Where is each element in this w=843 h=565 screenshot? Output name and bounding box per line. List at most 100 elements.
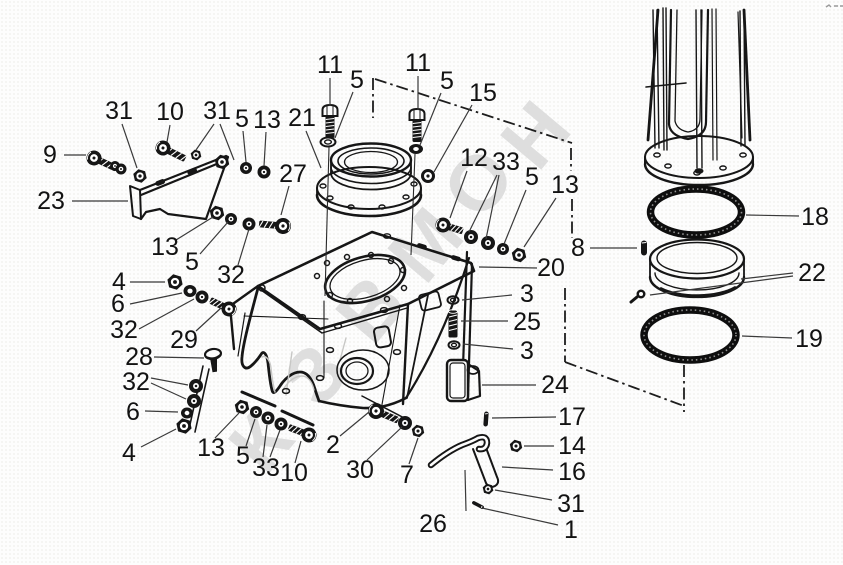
callout-label-6: 6: [126, 398, 140, 426]
leader-line-5: [419, 92, 442, 146]
leader-line-20: [478, 266, 538, 269]
leader-line-33: [269, 429, 281, 458]
callout-label-19: 19: [795, 325, 823, 353]
callout-label-23: 23: [37, 187, 65, 215]
leader-line-22: [649, 275, 794, 296]
callout-label-33: 33: [252, 454, 280, 482]
washer-33-icon: [481, 236, 495, 250]
washer-33-icon: [261, 411, 275, 425]
callout-label-7: 7: [400, 461, 414, 489]
leader-line-33: [485, 174, 500, 240]
corner-mark: [825, 4, 843, 8]
washer-5-icon: [409, 144, 423, 154]
callout-label-31: 31: [105, 97, 133, 125]
leader-line-33: [262, 424, 268, 458]
leader-line-1: [481, 507, 559, 526]
callout-label-8: 8: [571, 234, 585, 262]
washer-3-icon: [446, 295, 460, 305]
leader-line-5: [199, 221, 229, 255]
bracket-23: [129, 154, 230, 221]
callout-label-22: 22: [798, 259, 826, 287]
nut-4-icon: [176, 418, 192, 434]
nut-13-icon: [234, 399, 250, 415]
nut-31-icon: [482, 483, 494, 495]
washer-32-icon: [195, 290, 209, 304]
leader-line-10: [166, 124, 171, 143]
leader-line-22: [740, 272, 794, 280]
callout-label-16: 16: [558, 458, 586, 486]
washer-5-icon: [319, 136, 337, 148]
callout-label-18: 18: [801, 203, 829, 231]
callout-label-5: 5: [525, 163, 539, 191]
callout-label-32: 32: [110, 316, 138, 344]
leader-line-5: [242, 130, 247, 163]
axis-line: [410, 153, 416, 256]
callout-label-32: 32: [122, 368, 150, 396]
washer-32-icon: [242, 217, 256, 231]
bolt-11-icon: [321, 103, 339, 138]
nut-31-icon: [133, 169, 147, 183]
nut-13-icon: [209, 205, 225, 221]
washer-30-icon: [398, 416, 412, 430]
stud-25-icon: [448, 309, 458, 338]
nut-31-icon: [214, 154, 230, 170]
callout-label-9: 9: [43, 141, 57, 169]
fasteners: [86, 103, 647, 509]
callout-label-13: 13: [151, 233, 179, 261]
leader-line-13: [523, 197, 557, 248]
callout-label-27: 27: [279, 160, 307, 188]
leader-line-17: [491, 416, 557, 419]
callout-label-20: 20: [537, 254, 565, 282]
phantom-lines: [372, 78, 685, 412]
pin-17-icon: [483, 411, 489, 427]
callout-label-6: 6: [111, 290, 125, 318]
leader-line-21: [305, 130, 322, 169]
callout-label-13: 13: [197, 434, 225, 462]
callout-label-28: 28: [125, 343, 153, 371]
leader-line-5: [334, 91, 354, 139]
callout-label-26: 26: [419, 510, 447, 538]
leader-line-32: [138, 298, 195, 330]
axis-line: [324, 146, 330, 297]
leader-line-3: [461, 294, 513, 301]
washer-3-icon: [447, 340, 461, 350]
bolt-27-icon: [258, 218, 291, 234]
leader-line-13: [263, 131, 267, 167]
callout-label-11: 11: [405, 49, 431, 77]
callout-label-5: 5: [235, 105, 249, 133]
leader-line-12: [449, 170, 468, 219]
flange-ring-21: [315, 142, 423, 218]
callout-label-10: 10: [156, 98, 184, 126]
callout-label-25: 25: [513, 308, 541, 336]
washer-5-icon: [240, 162, 252, 174]
callout-label-5: 5: [440, 67, 454, 95]
leader-line-32: [237, 228, 250, 266]
callout-label-15: 15: [469, 79, 497, 107]
washer-33-icon: [274, 417, 288, 431]
leader-line-5: [503, 189, 527, 245]
callout-label-21: 21: [288, 104, 316, 132]
callout-label-14: 14: [558, 432, 586, 460]
callout-label-31: 31: [557, 490, 585, 518]
leader-line-29: [195, 307, 222, 332]
nut-15-icon: [421, 169, 435, 183]
callout-label-4: 4: [112, 268, 126, 296]
washer-6-icon: [181, 407, 193, 419]
callout-label-31: 31: [203, 97, 231, 125]
phantom-line: [564, 361, 685, 407]
leader-line-28: [153, 356, 205, 359]
washer-5-icon: [497, 243, 509, 255]
nut-7-icon: [411, 424, 425, 438]
leader-line-31: [219, 123, 235, 161]
leader-line-31: [121, 123, 138, 169]
leader-line-18: [745, 214, 800, 217]
washer-32-icon: [189, 379, 203, 393]
callout-label-3: 3: [520, 337, 534, 365]
callout-label-29: 29: [170, 326, 198, 354]
callout-label-13: 13: [551, 171, 579, 199]
callout-label-13: 13: [253, 106, 281, 134]
leader-line-4: [140, 428, 177, 448]
